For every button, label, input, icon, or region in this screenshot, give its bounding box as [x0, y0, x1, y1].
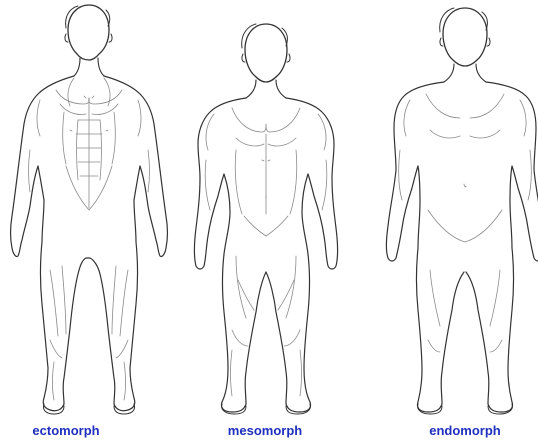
endomorph-hair — [440, 8, 490, 46]
mesomorph-body-outline-left — [195, 98, 267, 412]
endomorph-label: endomorph — [409, 422, 521, 440]
mesomorph-hair — [242, 24, 290, 62]
ectomorph-head — [68, 5, 109, 60]
ectomorph-label: ectomorph — [10, 422, 122, 440]
mesomorph-feet — [222, 404, 311, 414]
ectomorph-figure — [11, 5, 168, 414]
ectomorph-hair — [65, 6, 112, 42]
endomorph-head — [443, 8, 487, 66]
endomorph-body-outline-right — [466, 82, 538, 412]
ectomorph-feet — [43, 404, 134, 414]
mesomorph-figure — [195, 24, 338, 414]
mesomorph-body-outline-right — [266, 98, 338, 412]
mesomorph-muscle-detail — [205, 108, 327, 396]
mesomorph-label: mesomorph — [209, 422, 321, 440]
ectomorph-neck — [74, 58, 104, 76]
endomorph-body-outline-left — [387, 82, 465, 412]
endomorph-feet — [418, 404, 513, 414]
mesomorph-head — [245, 24, 287, 82]
ectomorph-body-outline-left — [11, 76, 87, 411]
mesomorph-neck — [246, 80, 286, 98]
endomorph-figure — [387, 8, 538, 414]
ectomorph-body-outline-right — [86, 76, 168, 411]
endomorph-neck — [444, 64, 486, 82]
